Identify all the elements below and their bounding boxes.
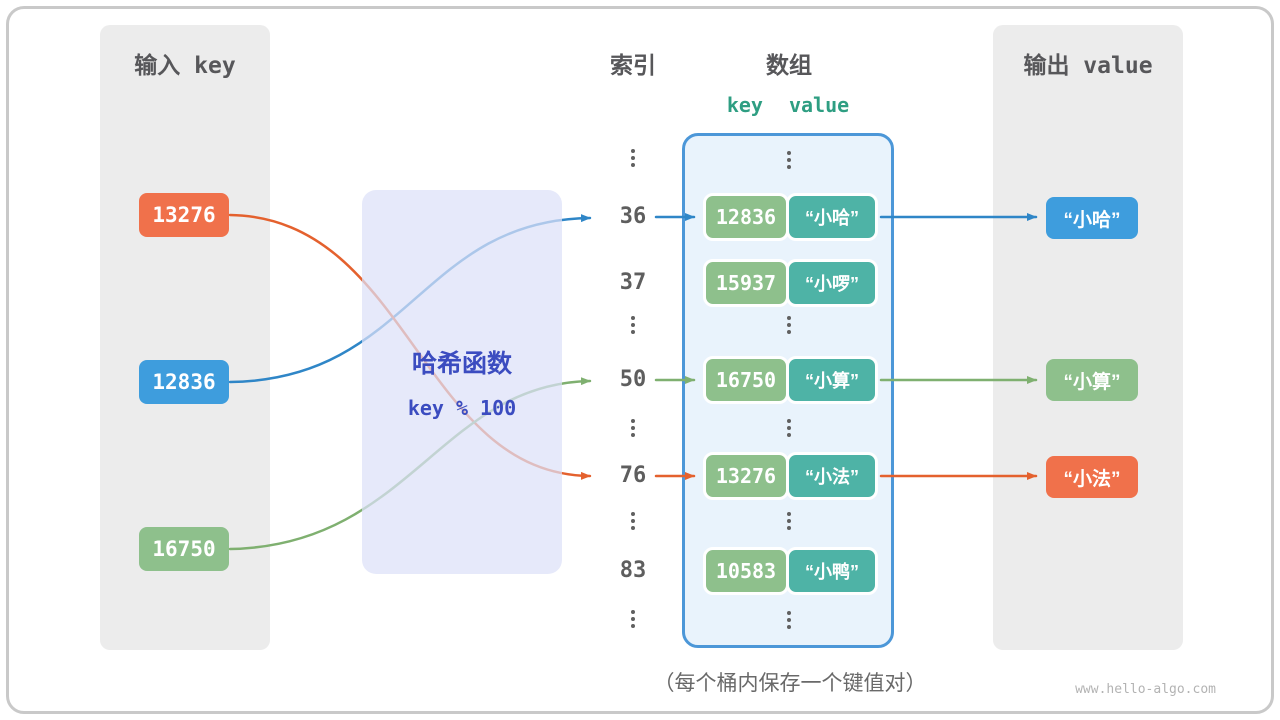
input-key-box: 13276: [139, 193, 229, 237]
input-panel-title: 输入 key: [134, 53, 236, 79]
index-value: 37: [619, 270, 647, 295]
bucket-value: “小鸭”: [786, 547, 878, 595]
outer-border: [6, 6, 1274, 714]
vertical-ellipsis: [631, 610, 635, 628]
bucket-value: “小法”: [786, 452, 878, 500]
header-key-label: key: [726, 93, 763, 117]
vertical-ellipsis: [787, 419, 791, 437]
bucket-key: 12836: [703, 193, 789, 241]
bucket-value: “小算”: [786, 356, 878, 404]
bucket-value: “小啰”: [786, 259, 878, 307]
vertical-ellipsis: [631, 419, 635, 437]
bucket-key: 15937: [703, 259, 789, 307]
site-watermark: www.hello-algo.com: [1075, 682, 1216, 697]
vertical-ellipsis: [631, 149, 635, 167]
input-key-box: 12836: [139, 360, 229, 404]
input-key-box: 16750: [139, 527, 229, 571]
diagram-caption: （每个桶内保存一个键值对）: [653, 672, 927, 695]
bucket-value: “小哈”: [786, 193, 878, 241]
index-value: 36: [619, 204, 647, 229]
hash-function-formula: key % 100: [407, 396, 517, 420]
array-panel-title: 数组: [766, 53, 812, 79]
output-value-box: “小法”: [1046, 456, 1138, 498]
bucket-row: 10583 “小鸭”: [703, 547, 881, 595]
index-column-title: 索引: [610, 53, 656, 79]
bucket-row: 12836 “小哈”: [703, 193, 881, 241]
index-value: 50: [619, 367, 647, 392]
output-value-box: “小哈”: [1046, 197, 1138, 239]
vertical-ellipsis: [787, 316, 791, 334]
output-panel-title: 输出 value: [1023, 53, 1153, 79]
hash-function-title: 哈希函数: [411, 350, 512, 378]
key-value-header: key value: [682, 93, 894, 117]
output-value-panel: [993, 25, 1183, 650]
bucket-key: 16750: [703, 356, 789, 404]
vertical-ellipsis: [787, 512, 791, 530]
vertical-ellipsis: [787, 611, 791, 629]
vertical-ellipsis: [631, 316, 635, 334]
bucket-row: 16750 “小算”: [703, 356, 881, 404]
bucket-row: 15937 “小啰”: [703, 259, 881, 307]
index-value: 76: [619, 463, 647, 488]
output-value-box: “小算”: [1046, 359, 1138, 401]
bucket-key: 13276: [703, 452, 789, 500]
vertical-ellipsis: [631, 512, 635, 530]
vertical-ellipsis: [787, 151, 791, 169]
index-value: 83: [619, 558, 647, 583]
bucket-row: 13276 “小法”: [703, 452, 881, 500]
hash-function-box: 哈希函数 key % 100: [362, 190, 562, 574]
header-value-label: value: [788, 93, 850, 117]
bucket-key: 10583: [703, 547, 789, 595]
